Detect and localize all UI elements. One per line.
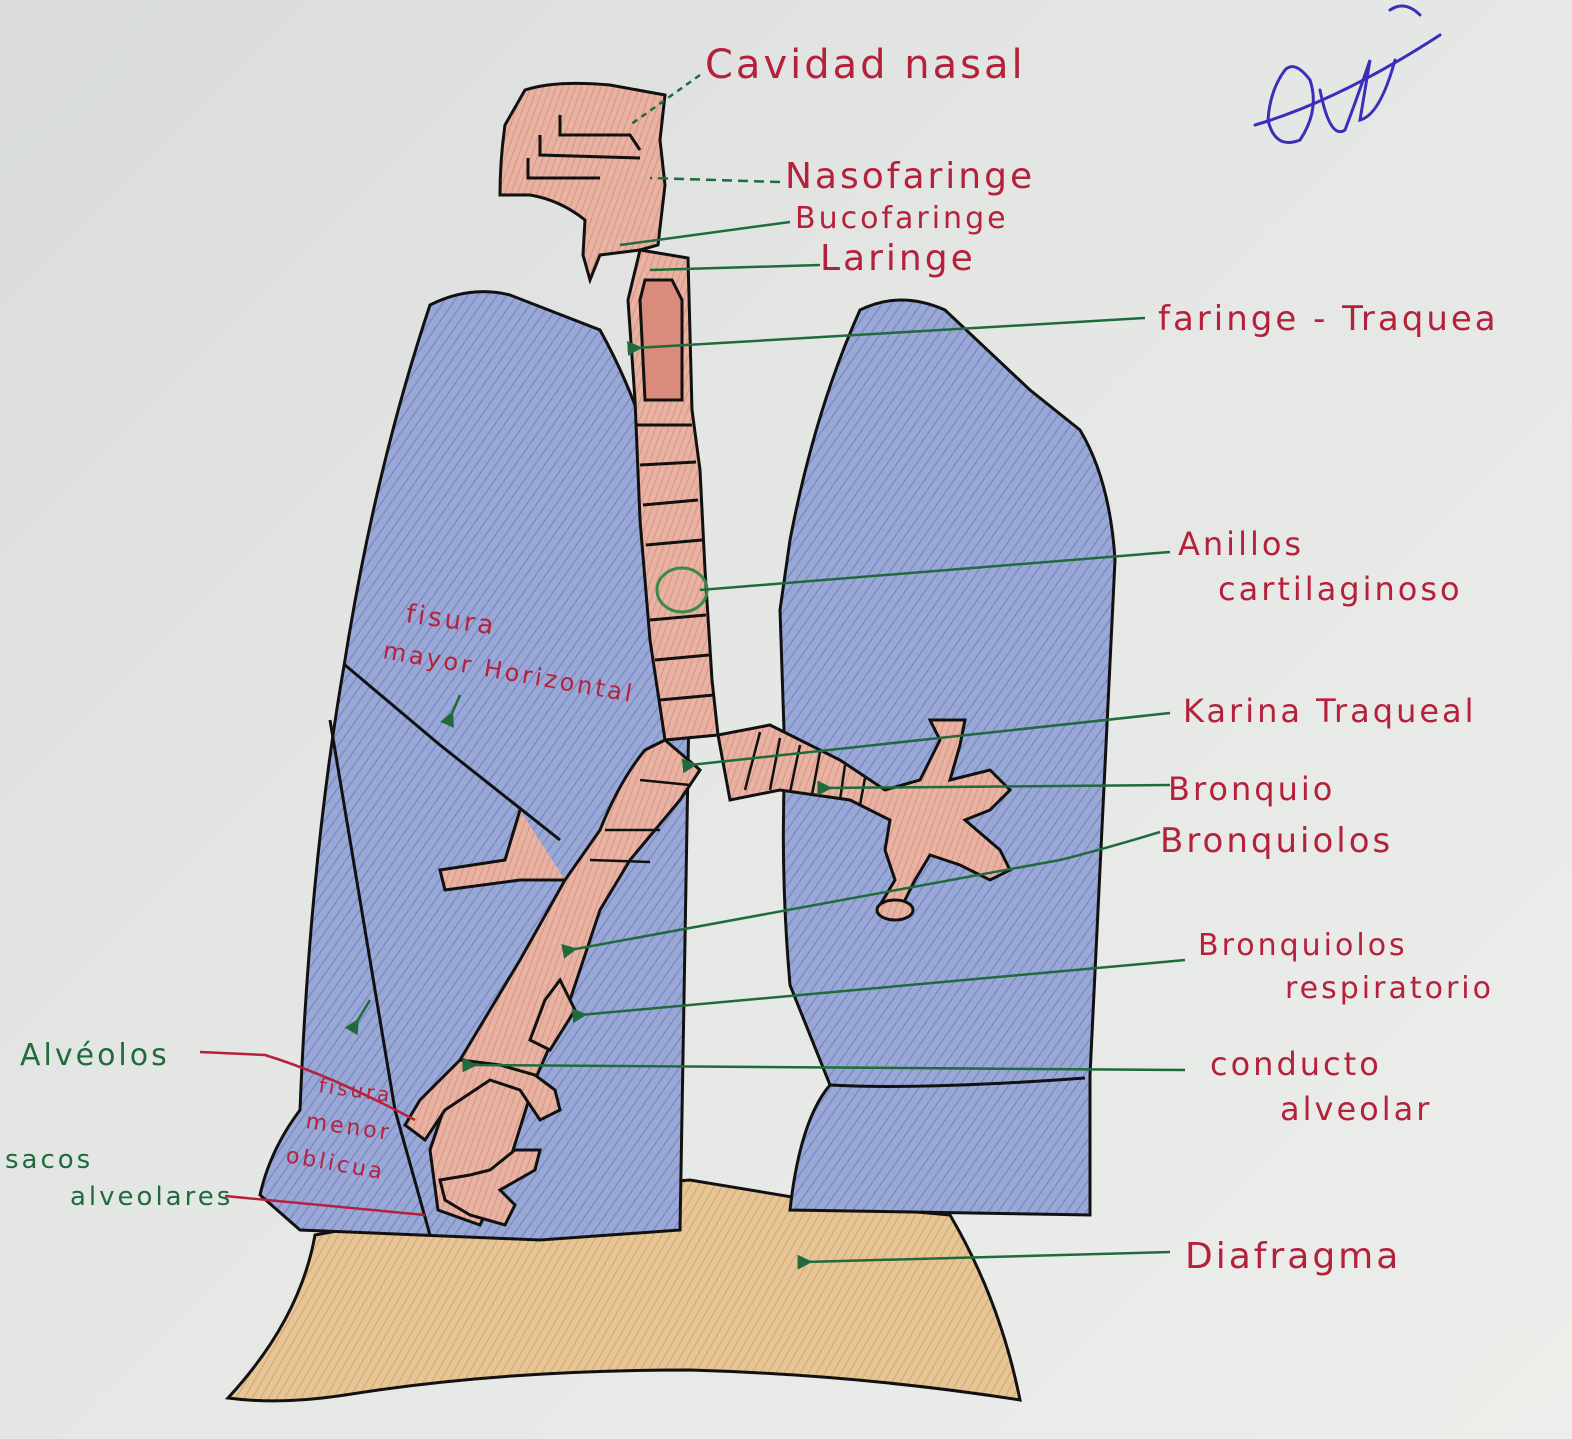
label-alveolar: alveolar bbox=[1280, 1090, 1432, 1128]
larynx-box bbox=[640, 280, 682, 400]
label-bucofaringe: Bucofaringe bbox=[795, 201, 1009, 236]
label-diafragma: Diafragma bbox=[1185, 1236, 1401, 1277]
label-cartilaginoso: cartilaginoso bbox=[1218, 570, 1463, 608]
handwritten-signature bbox=[1255, 6, 1440, 143]
label-alveolos: Alvéolos bbox=[20, 1038, 170, 1073]
label-bronquiolos-resp-2: respiratorio bbox=[1285, 971, 1494, 1006]
label-bronquio: Bronquio bbox=[1168, 770, 1335, 808]
label-faringe-traquea: faringe - Traquea bbox=[1158, 299, 1499, 339]
label-alveolares: alveolares bbox=[70, 1182, 233, 1212]
label-cavidad-nasal: Cavidad nasal bbox=[705, 42, 1026, 88]
label-bronquiolos-resp-1: Bronquiolos bbox=[1198, 928, 1408, 963]
label-sacos: sacos bbox=[5, 1145, 93, 1175]
label-bronquiolos: Bronquiolos bbox=[1160, 821, 1393, 861]
alveolar-cluster bbox=[877, 900, 913, 920]
label-conducto: conducto bbox=[1210, 1045, 1382, 1083]
label-laringe: Laringe bbox=[820, 238, 976, 279]
label-anillos: Anillos bbox=[1178, 525, 1304, 563]
label-nasofaringe: Nasofaringe bbox=[785, 156, 1035, 197]
label-carina-traqueal: Karina Traqueal bbox=[1183, 692, 1477, 730]
